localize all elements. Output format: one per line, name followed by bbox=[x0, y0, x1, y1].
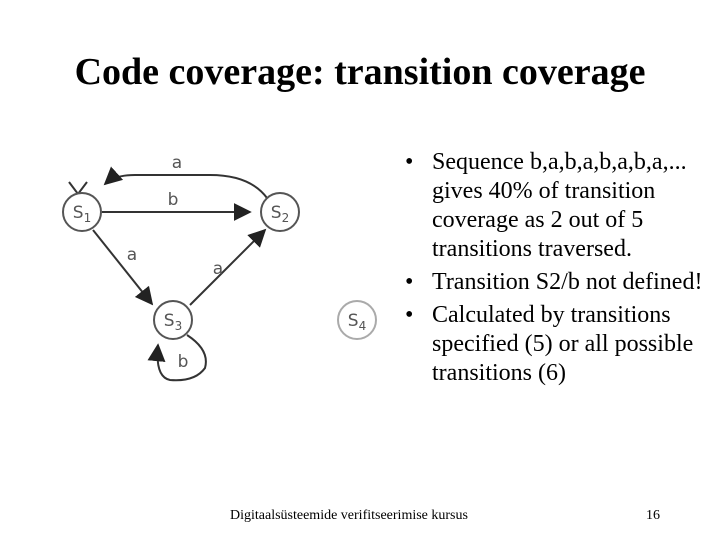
label-s1-s3: a bbox=[127, 245, 137, 265]
bullet-item: Transition S2/b not defined! bbox=[405, 268, 705, 297]
page-number: 16 bbox=[646, 508, 660, 523]
bullet-list: Sequence b,a,b,a,b,a,b,a,... gives 40% o… bbox=[405, 148, 705, 392]
state-diagram: S1 S2 S3 S4 a b a a b bbox=[62, 153, 377, 382]
slide-title: Code coverage: transition coverage bbox=[74, 51, 646, 93]
state-s4: S4 bbox=[337, 300, 377, 340]
svg-text:S3: S3 bbox=[164, 311, 182, 333]
transition-s1-s3-a bbox=[92, 229, 154, 306]
bullet-item: Calculated by transitions specified (5) … bbox=[405, 301, 705, 388]
label-s1-s2: b bbox=[168, 190, 179, 210]
state-s2: S2 bbox=[260, 192, 300, 232]
svg-text:S1: S1 bbox=[73, 203, 91, 225]
transition-s3-s2-a bbox=[189, 228, 267, 306]
svg-text:S4: S4 bbox=[348, 311, 366, 333]
footer-text: Digitaalsüsteemide verifitseerimise kurs… bbox=[230, 508, 468, 523]
transition-s2-s1-a bbox=[103, 166, 268, 199]
label-s3-s3: b bbox=[178, 352, 189, 372]
svg-text:S2: S2 bbox=[271, 203, 289, 225]
label-s3-s2: a bbox=[213, 259, 223, 279]
transition-s3-s3-b bbox=[147, 334, 207, 382]
state-s3: S3 bbox=[153, 300, 193, 340]
label-s2-s1: a bbox=[172, 153, 182, 173]
state-s1: S1 bbox=[62, 192, 102, 232]
bullet-item: Sequence b,a,b,a,b,a,b,a,... gives 40% o… bbox=[405, 148, 705, 264]
